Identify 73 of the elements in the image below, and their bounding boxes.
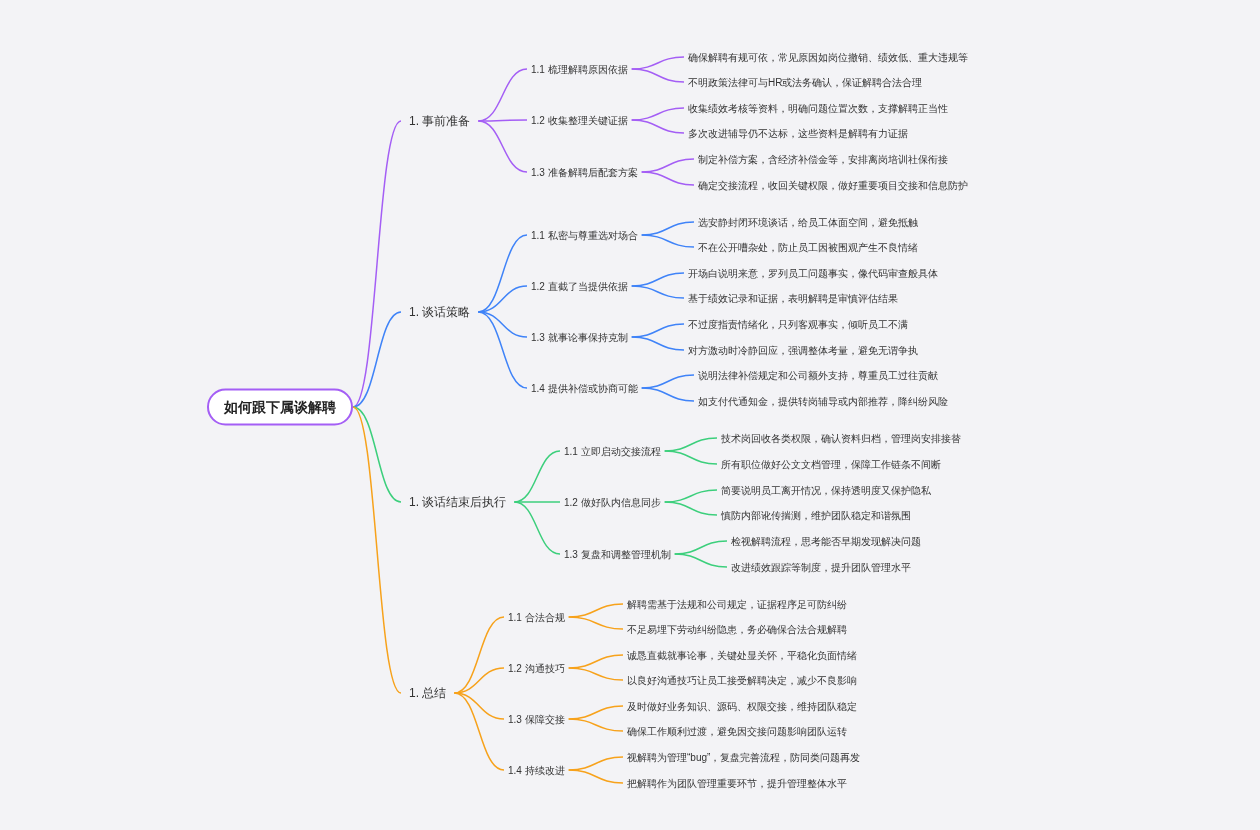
leaf-text: 收集绩效考核等资料，明确问题位置次数，支撑解聘正当性 <box>684 100 952 116</box>
leaf-text: 视解聘为管理“bug”，复盘完善流程，防同类问题再发 <box>623 749 865 765</box>
leaf-text: 开场白说明来意，罗列员工问题事实，像代码审查般具体 <box>684 265 942 281</box>
leaf-text: 检视解聘流程，思考能否早期发现解决问题 <box>727 533 925 549</box>
connector-line <box>640 387 695 402</box>
connector-line <box>352 120 402 408</box>
leaf-text: 确保解聘有规可依，常见原因如岗位撤销、绩效低、重大违规等 <box>684 49 972 65</box>
leaf-text: 改进绩效跟踪等制度，提升团队管理水平 <box>727 559 915 575</box>
subtopic-label: 1.1 梳理解聘原因依据 <box>527 61 632 77</box>
connector-line <box>352 311 402 408</box>
subtopic-label: 1.3 就事论事保持克制 <box>527 329 632 345</box>
subtopic-label: 1.4 持续改进 <box>504 762 569 778</box>
subtopic-label: 1.4 提供补偿或协商可能 <box>527 380 642 396</box>
subtopic-label: 1.3 复盘和调整管理机制 <box>560 546 675 562</box>
connector-line <box>567 616 624 630</box>
connector-line <box>477 120 528 173</box>
connector-line <box>640 171 695 186</box>
connector-line <box>663 501 718 516</box>
leaf-text: 简要说明员工离开情况，保持透明度又保护隐私 <box>717 482 935 498</box>
branch-label: 1. 谈话策略 <box>401 303 479 321</box>
connector-line <box>567 769 624 784</box>
leaf-text: 解聘需基于法规和公司规定，证据程序足可防纠纷 <box>623 596 851 612</box>
leaf-text: 以良好沟通技巧让员工接受解聘决定，减少不良影响 <box>623 672 861 688</box>
leaf-text: 慎防内部讹传揣测，维护团队稳定和谐氛围 <box>717 507 915 523</box>
subtopic-label: 1.1 合法合规 <box>504 609 569 625</box>
leaf-text: 制定补偿方案，含经济补偿金等，安排离岗培训社保衔接 <box>694 151 952 167</box>
connector-line <box>630 285 685 299</box>
subtopic-label: 1.1 立即启动交接流程 <box>560 443 665 459</box>
leaf-text: 不过度指责情绪化，只列客观事实，倾听员工不满 <box>684 316 912 332</box>
connector-line <box>453 692 505 720</box>
connector-line <box>477 311 528 338</box>
leaf-text: 不明政策法律可与HR或法务确认，保证解聘合法合理 <box>684 74 927 90</box>
subtopic-label: 1.2 沟通技巧 <box>504 660 569 676</box>
connector-line <box>352 406 402 694</box>
leaf-text: 所有职位做好公文文档管理，保障工作链条不间断 <box>717 456 945 472</box>
topic-pill: 如何跟下属谈解聘 <box>207 388 353 426</box>
leaf-text: 技术岗回收各类权限，确认资料归档，管理岗安排接替 <box>717 430 965 446</box>
connector-line <box>640 234 695 248</box>
connector-line <box>477 119 528 122</box>
connector-line <box>477 311 528 389</box>
leaf-text: 及时做好业务知识、源码、权限交接，维持团队稳定 <box>623 698 861 714</box>
leaf-text: 不足易埋下劳动纠纷隐患，务必确保合法合规解聘 <box>623 621 851 637</box>
connector-line <box>352 406 402 503</box>
connector-line <box>630 336 685 351</box>
connector-line <box>567 718 624 732</box>
subtopic-label: 1.2 做好队内信息同步 <box>560 494 665 510</box>
connector-line <box>513 501 561 555</box>
connector-line <box>630 68 685 83</box>
leaf-text: 多次改进辅导仍不达标，这些资料是解聘有力证据 <box>684 125 912 141</box>
branch-label: 1. 事前准备 <box>401 112 479 130</box>
leaf-text: 不在公开嘈杂处，防止员工因被围观产生不良情绪 <box>694 239 922 255</box>
subtopic-label: 1.3 准备解聘后配套方案 <box>527 164 642 180</box>
subtopic-label: 1.3 保障交接 <box>504 711 569 727</box>
leaf-text: 确保工作顺利过渡，避免因交接问题影响团队运转 <box>623 723 851 739</box>
subtopic-label: 1.2 收集整理关键证据 <box>527 112 632 128</box>
leaf-text: 把解聘作为团队管理重要环节，提升管理整体水平 <box>623 775 851 791</box>
leaf-text: 如支付代通知金，提供转岗辅导或内部推荐，降纠纷风险 <box>694 393 952 409</box>
subtopic-label: 1.2 直截了当提供依据 <box>527 278 632 294</box>
leaf-text: 选安静封闭环境谈话，给员工体面空间，避免抵触 <box>694 214 922 230</box>
leaf-text: 诚恳直截就事论事，关键处显关怀，平稳化负面情绪 <box>623 647 861 663</box>
connector-line <box>630 119 685 134</box>
connector-line <box>673 553 728 568</box>
leaf-text: 说明法律补偿规定和公司额外支持，尊重员工过往贡献 <box>694 367 942 383</box>
branch-label: 1. 总结 <box>401 684 455 702</box>
connector-line <box>513 501 561 503</box>
connector-line <box>663 450 718 465</box>
subtopic-label: 1.1 私密与尊重选对场合 <box>527 227 642 243</box>
branch-label: 1. 谈话结束后执行 <box>401 493 515 511</box>
leaf-text: 对方激动时冷静回应，强调整体考量，避免无谓争执 <box>684 342 922 358</box>
connector-line <box>453 692 505 771</box>
leaf-text: 基于绩效记录和证据，表明解聘是审慎评估结果 <box>684 290 902 306</box>
connector-line <box>567 667 624 681</box>
leaf-text: 确定交接流程，收回关键权限，做好重要项目交接和信息防护 <box>694 177 972 193</box>
